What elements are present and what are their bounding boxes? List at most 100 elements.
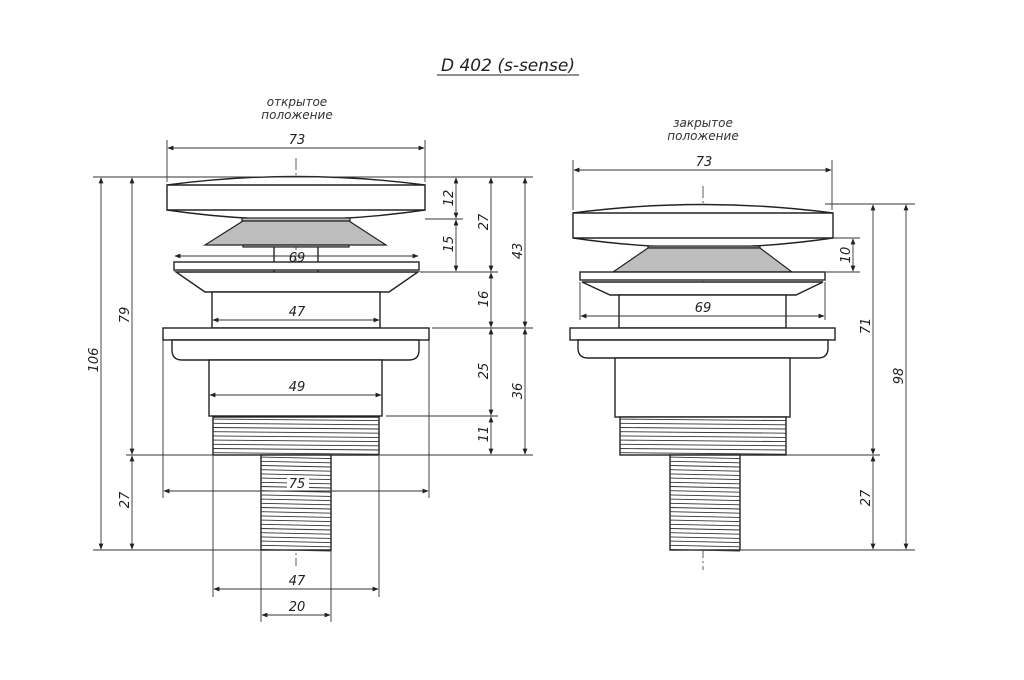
thread-line: [260, 536, 332, 539]
rim: [162, 327, 430, 361]
thread-line: [669, 515, 741, 518]
thread-line: [669, 486, 741, 489]
dim-label-body-height: 25: [477, 363, 492, 380]
cone-seal: [202, 217, 389, 272]
rim: [569, 327, 836, 359]
thread-line: [669, 511, 741, 514]
dim-label-thread-width: 47: [289, 574, 306, 589]
dim-label-lower-height: 36: [511, 383, 526, 400]
thread-line: [619, 443, 787, 447]
closed-caption-line1: закрытое: [673, 116, 733, 130]
thread-line: [212, 418, 380, 422]
drawing-title: D 402 (s-sense): [441, 56, 575, 76]
dim-label-cap-width: 73: [289, 133, 306, 148]
thread-line: [619, 422, 787, 426]
dim-label-stem-height: 27: [118, 491, 133, 508]
thread-line: [619, 431, 787, 434]
thread-line: [669, 490, 741, 493]
thread-line: [260, 511, 332, 514]
thread-line: [669, 549, 741, 552]
large-thread: [619, 416, 787, 456]
dim-label-total-height: 106: [87, 348, 102, 373]
closed-position-view: закрытое положение 73 69: [569, 116, 915, 570]
thread-line: [212, 422, 380, 426]
thread-line: [669, 544, 741, 548]
thread-line: [619, 435, 787, 438]
dim-label-body-width: 49: [289, 380, 306, 395]
small-thread: [669, 454, 741, 552]
dim-label-upper-height: 71: [859, 318, 874, 335]
thread-line: [260, 494, 332, 497]
thread-line: [260, 498, 332, 502]
thread-line: [260, 528, 332, 531]
thread-line: [212, 439, 380, 443]
thread-line: [212, 431, 380, 434]
thread-line: [669, 456, 741, 460]
dim-label-rim-height: 43: [511, 243, 526, 260]
thread-line: [212, 435, 380, 438]
thread-line: [669, 540, 741, 544]
thread-outline: [669, 454, 741, 551]
dim-label-cap-height: 12: [442, 190, 457, 207]
thread-line: [260, 532, 332, 535]
thread-line: [260, 519, 332, 523]
thread-line: [669, 460, 741, 464]
body: [208, 359, 383, 417]
thread-line: [260, 523, 332, 527]
dim-label-stem-width: 20: [289, 600, 306, 615]
thread-line: [260, 502, 332, 506]
thread-line: [260, 456, 332, 460]
thread-line: [212, 427, 380, 430]
small-thread: [260, 454, 332, 552]
open-caption-line1: открытое: [267, 95, 327, 109]
dim-label-stem-height: 27: [859, 489, 874, 506]
dim-label-thread-height: 11: [477, 426, 492, 443]
thread-line: [669, 528, 741, 531]
thread-line: [260, 460, 332, 464]
thread-line: [669, 523, 741, 527]
upper-flange: [173, 261, 421, 293]
thread-line: [669, 465, 741, 468]
dim-label-flange-to-rim: 16: [477, 291, 492, 308]
thread-line: [669, 502, 741, 506]
dim-label-top-to-flange: 27: [477, 213, 492, 230]
thread-line: [669, 507, 741, 510]
thread-outline: [260, 454, 332, 551]
thread-line: [212, 443, 380, 447]
thread-line: [619, 418, 787, 422]
thread-line: [260, 469, 332, 472]
thread-line: [260, 515, 332, 518]
thread-line: [669, 494, 741, 497]
thread-line: [669, 519, 741, 523]
open-caption-line2: положение: [261, 108, 332, 122]
thread-line: [669, 532, 741, 535]
dim-label-cap-width: 73: [696, 155, 713, 170]
thread-line: [260, 507, 332, 510]
thread-line: [260, 544, 332, 548]
thread-line: [212, 452, 380, 455]
thread-line: [260, 465, 332, 468]
dim-label-total-height: 98: [892, 368, 907, 385]
thread-line: [260, 549, 332, 552]
cap: [166, 175, 426, 221]
dim-label-gap-height: 10: [839, 247, 854, 264]
closed-caption-line2: положение: [667, 129, 738, 143]
thread-line: [619, 427, 787, 430]
dim-label-upper-height: 79: [118, 307, 133, 324]
dim-label-outer-flange: 75: [289, 477, 306, 492]
dim-label-cone-height: 15: [442, 236, 457, 253]
large-thread: [212, 416, 380, 456]
dim-label-neck-width: 47: [289, 305, 306, 320]
open-position-view: открытое положение: [87, 95, 533, 622]
upper-flange: [579, 271, 826, 296]
thread-line: [669, 477, 741, 481]
dim-label-flange-width: 69: [289, 251, 306, 266]
cap: [572, 203, 834, 249]
thread-line: [669, 536, 741, 539]
thread-line: [619, 439, 787, 443]
cone-seal: [611, 245, 794, 273]
body: [614, 357, 791, 418]
thread-line: [619, 448, 787, 451]
thread-line: [212, 448, 380, 451]
